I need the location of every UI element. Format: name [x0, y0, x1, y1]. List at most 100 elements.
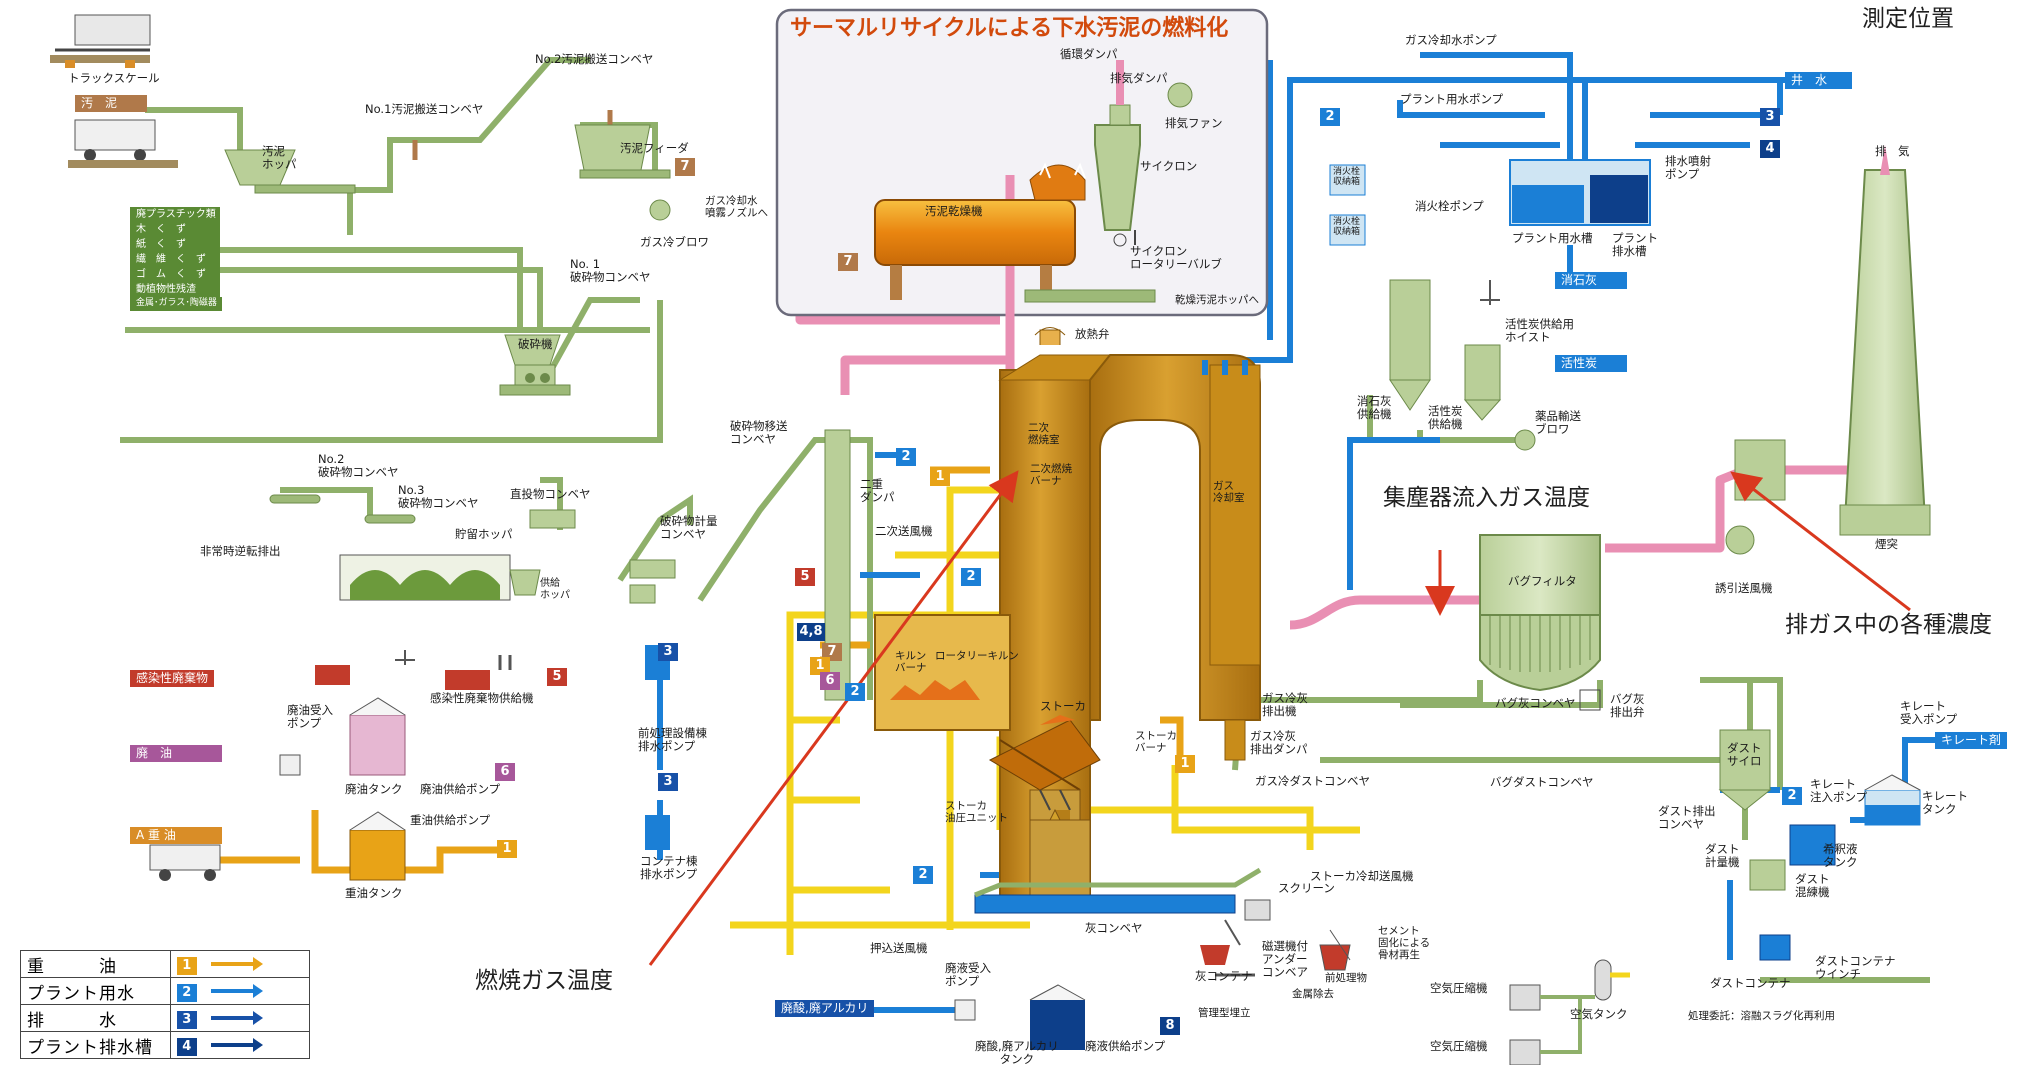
ash-container-label: 灰コンテナ [1195, 969, 1253, 983]
waste-oil-supply-pump-label: 廃油供給ポンプ [420, 782, 501, 796]
bag-filter-label: バグフィルタ [1508, 574, 1577, 588]
left-equipment [50, 14, 1086, 1050]
badge-5: 5 [547, 668, 567, 686]
chemical-blower-label: 薬品輸送 ブロワ [1535, 409, 1581, 437]
air-compressor-1-label: 空気圧縮機 [1430, 981, 1488, 995]
secondary-chamber-label: 二次 燃焼室 [1028, 422, 1060, 447]
dust-container-winch-label: ダストコンテナ ウインチ [1815, 954, 1896, 982]
no3-crush-conveyor-label: No.3 破砕物コンベヤ [398, 483, 479, 511]
exhaust-label: 排 気 [1875, 144, 1910, 158]
badge-7: 7 [838, 253, 858, 271]
chimney-label: 煙突 [1875, 537, 1898, 551]
waste-plastic-tag: 廃プラスチック類 [130, 207, 220, 222]
dust-collector-inlet-temp-label: 集塵器流入ガス温度 [1383, 485, 1590, 511]
no1-crush-conveyor-label: No. 1 破砕物コンベヤ [570, 257, 651, 285]
plant-water-tank-label: プラント用水槽 [1512, 231, 1593, 245]
exhaust-damper-label: 排気ダンパ [1110, 71, 1168, 85]
no2-crush-conveyor-label: No.2 破砕物コンベヤ [318, 452, 399, 480]
bag-discharge-valve-label: バグ灰 排出弁 [1610, 692, 1645, 720]
dust-container-label: ダストコンテナ [1710, 976, 1791, 990]
fire-hydrant-box-1-label: 消火栓 収納箱 [1333, 167, 1361, 188]
push-fan-label: 押込送風機 [870, 941, 928, 955]
bag-dust-conveyor-label: バグダストコンベヤ [1490, 775, 1594, 789]
crush-metering-conveyor-label: 破砕物計量 コンベヤ [660, 514, 718, 542]
legend-number: 2 [169, 977, 311, 1005]
no1-sludge-conveyor-label: No.1汚泥搬送コンベヤ [365, 102, 484, 116]
badge-2: 2 [1782, 787, 1802, 805]
infectious-feeder-label: 感染性廃棄物供給機 [430, 691, 534, 705]
ash-equipment [974, 867, 1351, 977]
badge-2: 2 [913, 866, 933, 884]
waste-acid-tank-label: 廃酸,廃アルカリ タンク [975, 1039, 1059, 1066]
annotation-arrows [648, 470, 1911, 966]
magnetic-conveyor-label: 磁選機付 アンダー コンベア [1262, 939, 1308, 980]
badge-7: 7 [822, 643, 842, 661]
crusher-label: 破砕機 [518, 337, 553, 351]
dust-equipment [1509, 729, 1921, 1065]
induced-fan-label: 誘引送風機 [1715, 581, 1773, 595]
activated-carbon-hoist-label: 活性炭供給用 ホイスト [1505, 317, 1574, 345]
dried-sludge-hopper-label: 乾燥汚泥ホッパへ [1175, 294, 1259, 306]
gas-cool-water-pump-label: ガス冷却水ポンプ [1405, 33, 1497, 47]
waste-oil-receive-pump-label: 廃油受入 ポンプ [287, 703, 333, 731]
chelate-inject-pump-label: キレート 注入ポンプ [1810, 777, 1868, 805]
bag-filter-equipment [1479, 145, 1931, 711]
gas-cooling-chamber-label: ガス 冷却室 [1213, 480, 1245, 505]
well-water-tag: 井 水 [1785, 72, 1852, 90]
stoker-cool-fan-label: ストーカ冷却送風機 [1310, 869, 1414, 883]
legend-arrow-icon [210, 1037, 263, 1052]
slaked-lime-tag: 消石灰 [1555, 272, 1627, 290]
badge-5: 5 [795, 568, 815, 586]
badge-2: 2 [896, 448, 916, 466]
air-tank-label: 空気タンク [1570, 1007, 1628, 1021]
bag-ash-conveyor-label: バグ灰コンベヤ [1495, 696, 1576, 710]
infectious-waste-tag: 感染性廃棄物 [130, 670, 215, 688]
fire-hydrant-box-2-label: 消火栓 収納箱 [1333, 217, 1361, 238]
stoker-label: ストーカ [1040, 699, 1086, 713]
metal-glass-tag: 金属･ガラス･陶磁器 [130, 297, 222, 311]
badge-6: 6 [820, 672, 840, 690]
plant-drain-tank-label: プラント 排水槽 [1612, 231, 1658, 259]
truck-scale-label: トラックスケール [68, 71, 160, 85]
container-pump-label: コンテナ棟 排水ポンプ [640, 854, 698, 882]
badge-2: 2 [961, 568, 981, 586]
fiber-scrap-tag: 繊 維 く ず [130, 252, 220, 267]
legend-number: 4 [169, 1031, 311, 1059]
blue-lines [657, 52, 1935, 1013]
badge-1: 1 [930, 468, 950, 486]
vent-valve-label: 放熱弁 [1075, 327, 1110, 341]
plant-water-pump-label: プラント用水ポンプ [1400, 92, 1504, 106]
exhaust-gas-concentrations-label: 排ガス中の各種濃度 [1785, 612, 1992, 638]
exhaust-fan-label: 排気ファン [1165, 116, 1223, 130]
heavy-oil-tank-label: 重油タンク [345, 886, 403, 900]
chemical-feeders [1389, 279, 1536, 451]
activated-carbon-feeder-label: 活性炭 供給機 [1428, 404, 1463, 432]
combustion-gas-temp-label: 燃焼ガス温度 [475, 968, 613, 994]
rubber-scrap-tag: ゴ ム く ず [130, 267, 220, 282]
furnace-complex [874, 327, 1261, 911]
legend-number: 1 [169, 950, 311, 978]
gas-cool-ash-damper-label: ガス冷灰 排出ダンパ [1250, 729, 1308, 757]
cement-recycle-label: セメント 固化による 骨材再生 [1378, 925, 1431, 962]
badge-2: 2 [845, 683, 865, 701]
badge-4: 4 [1760, 140, 1780, 158]
dust-meter-label: ダスト 計量機 [1705, 842, 1740, 870]
fire-hydrant-pump-label: 消火栓ポンプ [1415, 199, 1484, 213]
legend-arrow-icon [210, 983, 263, 998]
ash-conveyor-label: 灰コンベヤ [1085, 921, 1143, 935]
yellow-lines [730, 486, 1360, 955]
animal-plant-tag: 動植物性残渣 [130, 282, 220, 297]
drain-spray-pump-label: 排水噴射 ポンプ [1665, 154, 1711, 182]
gas-cool-blower-label: ガス冷ブロワ [640, 235, 709, 249]
legend-label: 重 油 [20, 950, 171, 978]
no2-sludge-conveyor-label: No.2汚泥搬送コンベヤ [535, 52, 654, 66]
waste-acid-tag: 廃酸,廃アルカリ [775, 1000, 875, 1018]
badge-3: 3 [658, 643, 678, 661]
badge-2: 2 [1320, 108, 1340, 126]
supply-hopper-label: 供給 ホッパ [540, 578, 570, 601]
legend-number-box: 3 [176, 1010, 197, 1029]
